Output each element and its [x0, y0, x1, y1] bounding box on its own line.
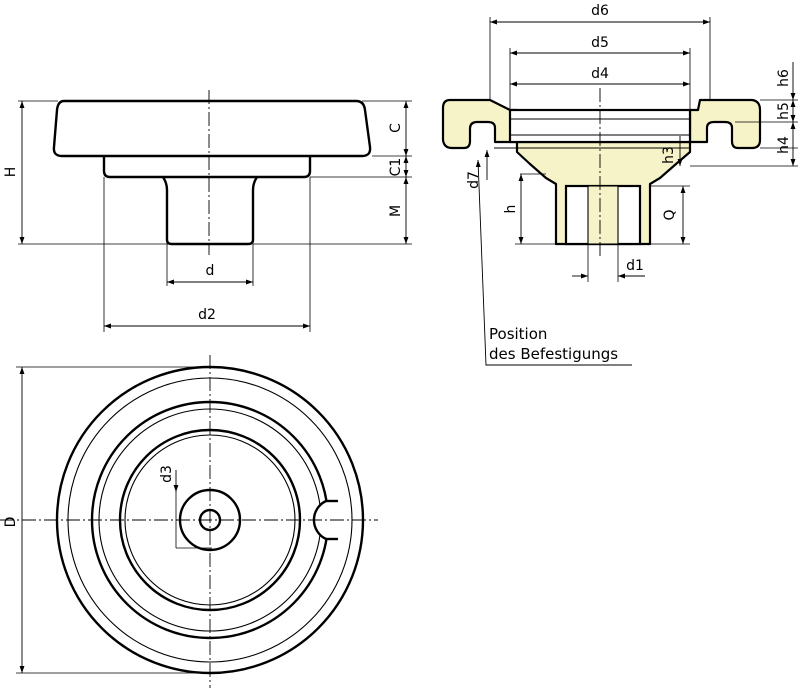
fixing-note-line1: Position	[489, 325, 547, 343]
label-d6: d6	[591, 3, 609, 19]
label-d7: d7	[466, 171, 482, 189]
fixing-leader	[475, 159, 632, 366]
fixing-note-line2: des Befestigungs	[489, 345, 618, 363]
fixing-notch	[314, 502, 341, 538]
label-h4: h4	[776, 136, 792, 154]
label-d: d	[206, 263, 215, 279]
label-C: C	[388, 123, 404, 133]
top-view: D d3	[0, 355, 378, 688]
label-M: M	[388, 205, 404, 217]
label-d2: d2	[198, 307, 216, 323]
label-h3: h3	[661, 146, 677, 164]
label-C1: C1	[388, 158, 404, 177]
label-h6: h6	[776, 69, 792, 87]
wheel-section-right-rim	[688, 98, 762, 150]
wheel-section-body	[441, 98, 519, 150]
label-d5: d5	[591, 35, 609, 51]
label-Q: Q	[662, 209, 678, 220]
section-view: d6 d5 d4 h6 h5 h4 h3 d7 h Q d1 Position …	[441, 3, 798, 366]
label-D: D	[3, 517, 19, 528]
bore	[587, 185, 619, 245]
side-view: H C C1 M d d2	[3, 90, 412, 332]
label-d1: d1	[626, 258, 644, 274]
label-h: h	[503, 205, 519, 214]
handwheel-side-outline	[52, 99, 372, 246]
label-d4: d4	[591, 66, 609, 82]
label-h5: h5	[776, 102, 792, 120]
label-H: H	[3, 167, 19, 178]
label-d3: d3	[159, 465, 175, 483]
